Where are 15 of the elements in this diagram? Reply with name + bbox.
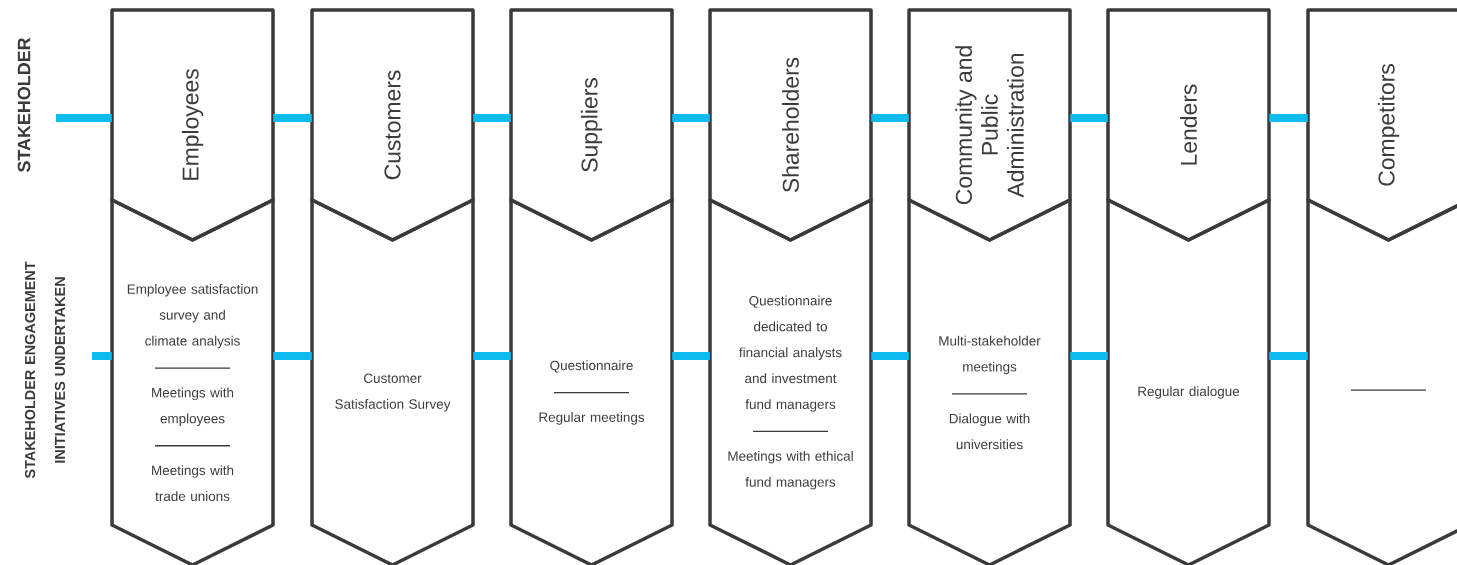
stakeholder-banner: Shareholders	[708, 8, 873, 242]
stakeholder-banner: Community and Public Administration	[907, 8, 1072, 242]
side-label: STAKEHOLDER	[17, 37, 31, 173]
stakeholder-banner: Suppliers	[509, 8, 674, 242]
initiatives-banner: Regular dialogue	[1106, 198, 1271, 565]
stakeholder-banner: Employees	[110, 8, 275, 242]
initiatives-banner: Employee satisfaction survey and climate analysis Meetings with employees Meetings with trade unions	[110, 198, 275, 565]
initiatives-banner: Questionnaire Regular meetings	[509, 198, 674, 565]
initiatives-banner	[1306, 198, 1457, 565]
side-label: STAKEHOLDER ENGAGEMENT INITIATIVES UNDERTAKEN	[24, 261, 66, 479]
initiatives-banner: Customer Satisfaction Survey	[310, 198, 475, 565]
initiatives-banner: Questionnaire dedicated to financial analysts and investment fund managers Meetings with ethical fund managers	[708, 198, 873, 565]
stakeholder-banner: Competitors	[1306, 8, 1457, 242]
stakeholder-banner: Lenders	[1106, 8, 1271, 242]
stakeholder-banner: Customers	[310, 8, 475, 242]
